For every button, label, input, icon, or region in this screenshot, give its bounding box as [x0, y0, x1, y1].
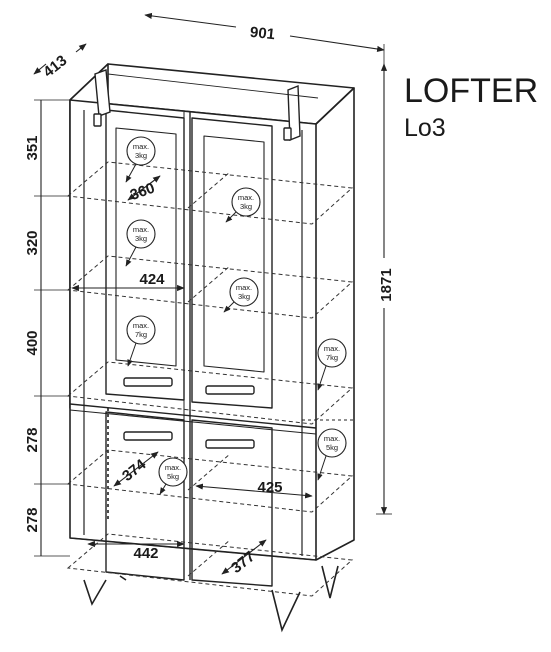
load-badge-4-line2: 3kg: [238, 292, 250, 301]
load-badge-3: [126, 219, 156, 249]
load-badge-6-line2: 7kg: [326, 353, 338, 362]
load-badge-5: [126, 315, 156, 345]
load-badge-7-line1: max.: [165, 463, 181, 472]
load-badge-5-line2: 7kg: [135, 330, 147, 339]
leg-front-right: [271, 589, 301, 633]
depth-label: 413: [40, 52, 70, 81]
shelf-1: [66, 161, 354, 225]
load-badge-2-line2: 3kg: [240, 202, 252, 211]
load-badge-pointers: [125, 163, 327, 495]
load-badge-3-line2: 3kg: [135, 234, 147, 243]
right-strap: [287, 84, 301, 142]
load-badge-3-line1: max.: [133, 225, 149, 234]
handle-upper-right: [205, 385, 255, 395]
load-badge-7: [158, 457, 188, 487]
load-badge-6: [317, 338, 347, 368]
load-badge-8-line2: 5kg: [326, 443, 338, 452]
section-2-label: 320: [24, 230, 41, 255]
load-badge-4-line1: max.: [236, 283, 252, 292]
section-5-label: 278: [24, 507, 41, 532]
load-badge-1-line1: max.: [133, 142, 149, 151]
right-side-panel: [315, 87, 355, 561]
load-badge-7-line2: 5kg: [167, 472, 179, 481]
product-name: LOFTER: [404, 72, 539, 110]
product-code: Lo3: [404, 114, 446, 142]
load-badge-8: [317, 428, 347, 458]
section-1-label: 351: [24, 135, 41, 160]
left-strap: [94, 69, 111, 117]
cabinet-body: [69, 63, 355, 587]
shelf-depth-424: 424: [139, 271, 165, 288]
load-badge-2-line1: max.: [238, 193, 254, 202]
door-handles: [123, 377, 255, 449]
leg-front-left: [83, 579, 107, 606]
load-badges: [126, 136, 347, 487]
legs: [83, 565, 339, 633]
height-label: 1871: [378, 268, 395, 301]
shelf-depth-425: 425: [257, 479, 282, 496]
shelf-4: [66, 449, 354, 513]
shelf-depth-442: 442: [133, 545, 158, 562]
leg-back-right: [321, 565, 339, 599]
section-4-label: 278: [24, 427, 41, 452]
shelf-3: [66, 361, 354, 425]
dimension-lines: [33, 12, 392, 575]
width-label: 901: [249, 24, 276, 44]
load-badge-1-line2: 3kg: [135, 151, 147, 160]
load-badge-5-line1: max.: [133, 321, 149, 330]
load-badge-6-line1: max.: [324, 344, 340, 353]
lower-left-door: [105, 411, 185, 581]
load-badge-4: [229, 277, 259, 307]
load-badge-1: [126, 136, 156, 166]
load-badge-8-line1: max.: [324, 434, 340, 443]
section-3-label: 400: [24, 330, 41, 355]
lower-right-door: [191, 419, 273, 587]
load-badge-2: [231, 187, 261, 217]
handle-lower-left: [123, 431, 173, 441]
handle-lower-right: [205, 439, 255, 449]
shelf-2: [66, 255, 354, 319]
handle-upper-left: [123, 377, 173, 387]
right-glass-door: [191, 117, 273, 409]
load-badge-text: max. 3kg max. 3kg max. 3kg max. 3kg max.…: [133, 142, 340, 481]
shelves: [66, 161, 354, 597]
decorative-straps: [93, 69, 319, 142]
shelf-5: [66, 533, 354, 597]
left-glass-door: [105, 109, 185, 401]
